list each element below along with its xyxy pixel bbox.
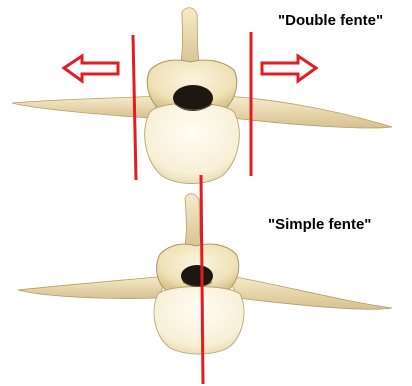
transverse-process-left xyxy=(18,276,168,299)
cut-line-left xyxy=(133,35,136,180)
label-simple-fente: "Simple fente" xyxy=(268,216,371,233)
spinous-process xyxy=(184,194,202,250)
arrow-right-icon xyxy=(262,56,316,81)
vertebral-body xyxy=(145,103,240,184)
cut-line-center xyxy=(201,175,203,384)
transverse-process-right xyxy=(222,96,392,128)
arrow-left-icon xyxy=(64,56,118,81)
vertebra-top xyxy=(12,8,392,184)
spinous-process xyxy=(180,8,200,68)
label-double-fente: "Double fente" xyxy=(278,12,383,29)
transverse-process-right xyxy=(228,276,392,309)
vertebra-bottom xyxy=(18,175,392,384)
transverse-process-left xyxy=(12,96,162,118)
vertebral-body xyxy=(154,287,244,355)
